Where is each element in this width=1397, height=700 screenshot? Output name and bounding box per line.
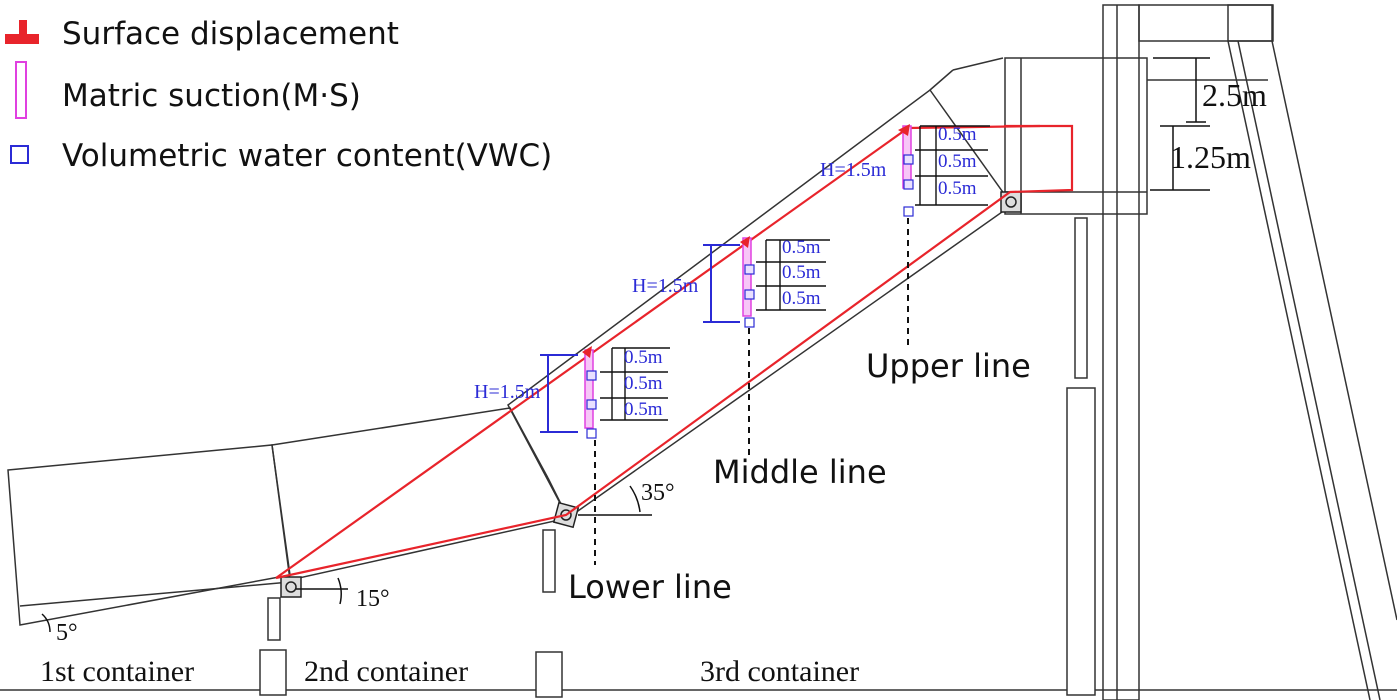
middle-spacing-3: 0.5m: [782, 288, 821, 309]
legend-vwc: Volumetric water content(VWC): [62, 138, 552, 174]
first-container-label: 1st container: [40, 655, 194, 688]
middle-h-label: H=1.5m: [632, 275, 699, 297]
support-tower: [1102, 4, 1140, 700]
upper-sensor-array: H=1.5m 0.5m 0.5m 0.5m: [820, 124, 990, 217]
surface-displacement-icon: [5, 20, 39, 44]
upper-spacing-3: 0.5m: [938, 178, 977, 199]
container-frames: [7, 4, 1397, 700]
vwc-icon: [10, 145, 29, 164]
legend: Surface displacement Matric suction(M·S)…: [5, 16, 552, 174]
legend-surface-displacement: Surface displacement: [62, 16, 399, 52]
lower-h-label: H=1.5m: [474, 381, 541, 403]
lower-spacing-3: 0.5m: [624, 399, 663, 420]
angle-5: 5°: [56, 620, 78, 646]
hinge-joints: [280, 191, 1022, 598]
angle-marks: [41, 485, 652, 633]
middle-spacing-2: 0.5m: [782, 262, 821, 283]
upper-spacing-1: 0.5m: [938, 124, 977, 145]
lower-spacing-1: 0.5m: [624, 347, 663, 368]
dimension-1-25m: 1.25m: [1170, 139, 1251, 175]
lower-line-label: Lower line: [568, 568, 732, 606]
angle-35: 35°: [641, 480, 675, 506]
dimension-2-5m: 2.5m: [1202, 77, 1267, 113]
lower-sensor-array: H=1.5m 0.5m 0.5m 0.5m: [474, 346, 670, 439]
middle-sensor-array: H=1.5m 0.5m 0.5m 0.5m: [632, 236, 830, 328]
second-container-label: 2nd container: [304, 655, 468, 688]
top-box: [1004, 57, 1148, 215]
angle-15: 15°: [356, 586, 390, 612]
legend-matric-suction: Matric suction(M·S): [62, 78, 361, 114]
third-container-label: 3rd container: [700, 655, 859, 688]
upper-h-label: H=1.5m: [820, 159, 887, 181]
upper-spacing-2: 0.5m: [938, 151, 977, 172]
lower-spacing-2: 0.5m: [624, 373, 663, 394]
middle-spacing-1: 0.5m: [782, 237, 821, 258]
first-container-box: [7, 444, 291, 626]
matric-suction-icon: [15, 61, 27, 119]
support-jacks: [259, 217, 1096, 698]
middle-line-label: Middle line: [713, 453, 887, 491]
line-leaders: [594, 218, 909, 565]
upper-line-label: Upper line: [866, 347, 1031, 385]
top-dimension-lines: [1150, 57, 1210, 191]
